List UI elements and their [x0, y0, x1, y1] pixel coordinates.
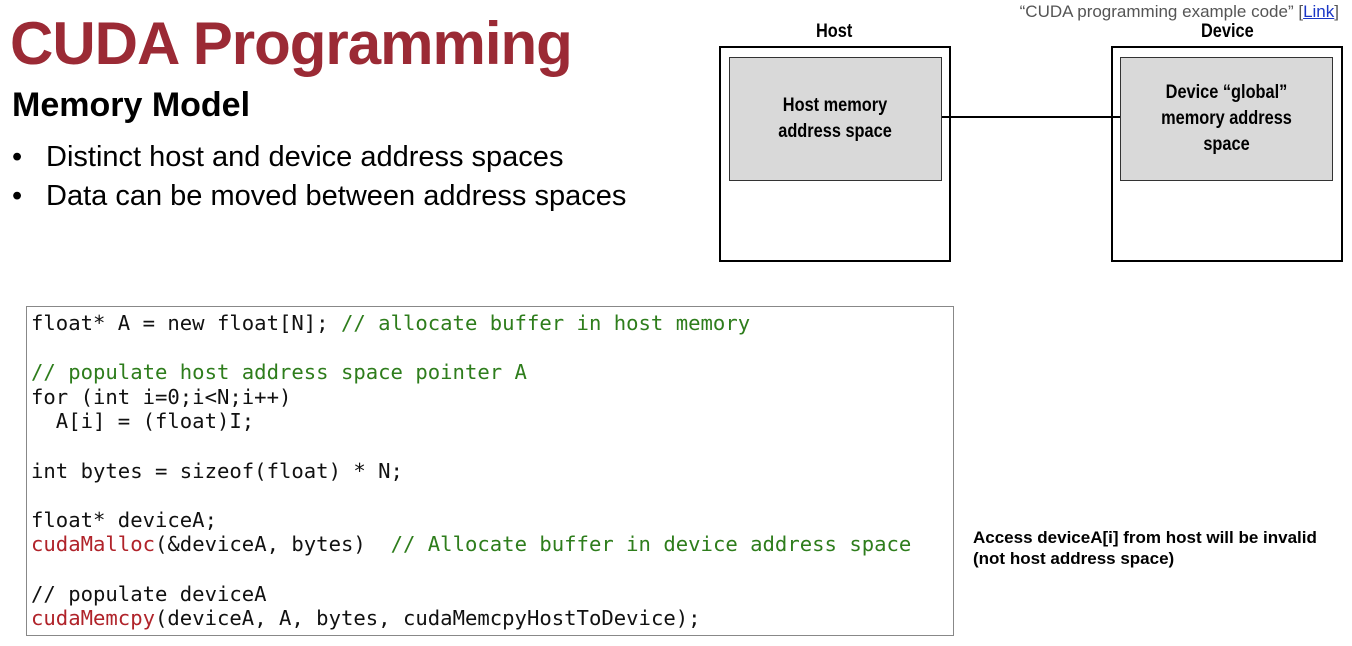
code-line: float* A = new float[N]; // allocate buf…: [31, 311, 750, 335]
code-line: // populate host address space pointer A: [31, 360, 527, 384]
code-token: for (int i=0;i<N;i++): [31, 384, 292, 409]
code-line: A[i] = (float)I;: [31, 409, 254, 433]
code-comment: // Allocate buffer in device address spa…: [390, 532, 912, 557]
bullet-text: Data can be moved between address spaces: [46, 180, 627, 212]
host-label: Host: [816, 21, 853, 42]
citation-link[interactable]: Link: [1303, 2, 1335, 21]
code-line: int bytes = sizeof(float) * N;: [31, 459, 403, 483]
device-label: Device: [1201, 21, 1254, 42]
code-api-call: cudaMalloc: [31, 532, 155, 557]
device-memory-label: Device “global” memory address space: [1161, 82, 1292, 155]
citation-text: “CUDA programming example code” [: [1019, 2, 1304, 21]
host-memory-label: Host memory address space: [778, 95, 893, 142]
citation: “CUDA programming example code” [Link]: [1020, 2, 1339, 22]
page-subtitle: Memory Model: [12, 86, 251, 124]
code-token: float* deviceA;: [31, 507, 217, 532]
code-listing: float* A = new float[N]; // allocate buf…: [26, 306, 954, 636]
bullet-icon: •: [12, 180, 23, 212]
code-api-call: cudaMemcpy: [31, 606, 155, 631]
code-line: cudaMemcpy(deviceA, A, bytes, cudaMemcpy…: [31, 606, 701, 630]
connector-line: [942, 116, 1120, 118]
bullet-icon: •: [12, 141, 23, 173]
code-token: float* A = new float[N];: [31, 311, 341, 335]
code-token: // populate deviceA: [31, 581, 267, 606]
bullet-item: • Distinct host and device address space…: [12, 138, 626, 177]
citation-close: ]: [1334, 2, 1339, 21]
code-comment: // allocate buffer in host memory: [340, 311, 751, 335]
code-block: float* A = new float[N]; // allocate buf…: [31, 311, 911, 631]
host-memory-box: Host memory address space: [729, 57, 942, 181]
code-token: int bytes = sizeof(float) * N;: [31, 458, 403, 483]
code-line: // populate deviceA: [31, 582, 267, 606]
code-line: float* deviceA;: [31, 508, 217, 532]
invalid-access-note: Access deviceA[i] from host will be inva…: [973, 528, 1317, 568]
device-memory-box: Device “global” memory address space: [1120, 57, 1333, 181]
code-token: A[i] = (float)I;: [31, 409, 255, 434]
code-comment: // populate host address space pointer A: [31, 360, 527, 385]
page-title: CUDA Programming: [10, 10, 573, 77]
code-line: cudaMalloc(&deviceA, bytes) // Allocate …: [31, 532, 911, 556]
code-line: for (int i=0;i<N;i++): [31, 385, 291, 409]
bullet-list: • Distinct host and device address space…: [12, 138, 626, 216]
bullet-text: Distinct host and device address spaces: [46, 141, 564, 173]
bullet-item: • Data can be moved between address spac…: [12, 177, 626, 216]
code-token: (&deviceA, bytes): [155, 532, 391, 557]
code-token: (deviceA, A, bytes, cudaMemcpyHostToDevi…: [155, 606, 701, 631]
